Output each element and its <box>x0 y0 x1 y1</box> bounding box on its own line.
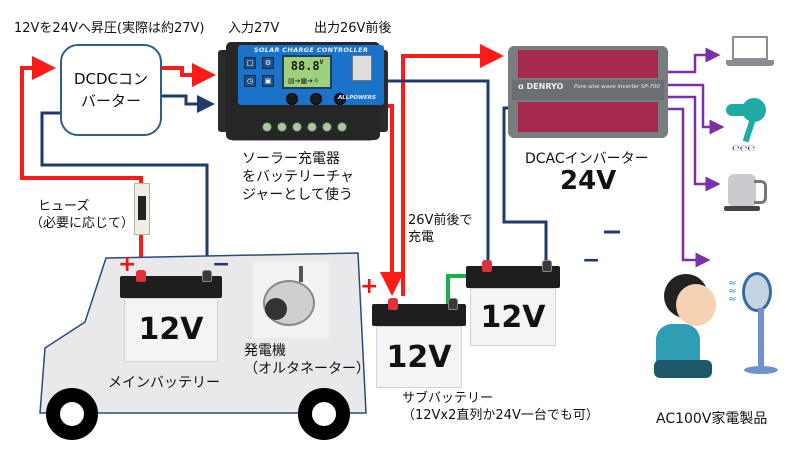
lcd-display: 88.8V ▤➔▦➔☼ <box>282 55 332 89</box>
lcd-reading: 88.8 <box>290 59 320 73</box>
wire-ac-laptop <box>668 47 721 74</box>
controller-body: SOLAR CHARGE CONTROLLER □ ⚙ ◷ ▣ 88.8V ▤➔… <box>226 42 384 140</box>
down-button[interactable] <box>334 93 346 105</box>
fuse-label-line2: （必要に応じて） <box>30 216 135 231</box>
main-battery-minus-sign: − <box>212 252 231 277</box>
sub-battery-a-voltage: 12V <box>386 340 452 375</box>
terminal-battery-negative <box>307 122 317 132</box>
main-battery-voltage: 12V <box>138 312 204 347</box>
alternator-label-line2: （オルタネーター） <box>244 361 370 377</box>
wire-ac-kettle <box>668 95 721 192</box>
terminal-battery-positive <box>292 122 302 132</box>
inverter-band-top <box>518 50 658 78</box>
sub-battery-caption-line2: （12Vx2直列か24V一台でも可） <box>402 408 599 423</box>
battery-top <box>120 276 222 298</box>
fan-pole <box>758 308 764 368</box>
inverter-caption: DCACインバーター <box>525 151 649 167</box>
electric-kettle-icon <box>724 170 768 212</box>
usb-port-icon <box>352 55 372 81</box>
inverter-brand: ɑ DENRYO <box>518 82 564 91</box>
negative-terminal <box>202 270 212 282</box>
person-with-fan-illustration: ≈≈≈ <box>650 268 780 386</box>
wire-sub-positive-to-inverter <box>401 44 504 296</box>
inverter-band-bottom <box>518 102 658 132</box>
positive-terminal <box>136 270 146 282</box>
battery-case <box>124 298 218 362</box>
dcdc-label-line1: DCDCコン <box>73 70 149 88</box>
controller-caption-line3: ジャーとして使う <box>242 187 353 203</box>
lcd-unit: V <box>319 59 324 66</box>
fuse <box>134 183 150 235</box>
controller-panel-title: SOLAR CHARGE CONTROLLER <box>253 46 369 54</box>
positive-terminal <box>482 260 492 272</box>
charge-note-line2: 充電 <box>408 230 435 245</box>
controller-face: SOLAR CHARGE CONTROLLER □ ⚙ ◷ ▣ 88.8V ▤➔… <box>238 45 384 105</box>
wire-main-negative-to-dcdc <box>40 111 209 272</box>
fuse-element <box>138 196 146 220</box>
terminal-load-positive <box>322 122 332 132</box>
controller-input-label: 入力27V <box>228 21 280 36</box>
dcdc-label-line2: バーター <box>80 92 141 110</box>
square-icon: □ <box>244 57 256 69</box>
dcdc-converter: DCDCコン バーター <box>60 44 162 136</box>
controller-caption-line1: ソーラー充電器 <box>242 151 340 167</box>
menu-button[interactable] <box>286 93 298 105</box>
dcac-inverter: ɑ DENRYO Pure sine wave inverter SP-700 <box>508 42 668 138</box>
lock-icon: ▣ <box>262 75 274 87</box>
lcd-flow-icons: ▤➔▦➔☼ <box>288 77 320 85</box>
sub-battery-b: 12V <box>466 260 560 346</box>
fan-head <box>742 272 772 312</box>
up-button[interactable] <box>310 93 322 105</box>
terminal-solar-negative <box>277 122 287 132</box>
person-shorts <box>654 360 712 378</box>
wire-dcdc-positive-to-controller <box>162 63 216 87</box>
hair-dryer-icon: ℮℮℮ <box>726 98 770 154</box>
terminal-solar-positive <box>262 122 272 132</box>
wire-controller-positive-to-sub <box>380 104 404 296</box>
charge-note-line1: 26V前後で <box>408 213 473 228</box>
boost-note: 12Vを24Vへ昇圧(実際は約27V) <box>14 21 205 36</box>
controller-caption-line2: をバッテリーチャ <box>242 169 354 185</box>
alternator-label-line1: 発電機 <box>244 343 286 359</box>
inverter-voltage: 24V <box>560 166 617 196</box>
van-front-wheel <box>46 388 98 440</box>
controller-output-label: 出力26V前後 <box>314 21 392 36</box>
sub-battery-plus-sign: + <box>360 274 379 299</box>
sub-battery-a: 12V <box>372 298 466 388</box>
laptop-icon <box>726 36 774 70</box>
fan-base <box>744 366 778 374</box>
battery-case <box>470 288 556 346</box>
main-battery-plus-sign: + <box>118 252 137 277</box>
sub-battery-minus-sign: − <box>582 248 601 273</box>
inverter-model: Pure sine wave inverter SP-700 <box>574 84 660 90</box>
main-battery-caption: メインバッテリー <box>108 375 220 391</box>
appliances-caption: AC100V家電製品 <box>656 411 768 427</box>
terminal-load-negative <box>337 122 347 132</box>
battery-case <box>376 326 462 388</box>
fuse-label-line1: ヒューズ <box>38 199 90 214</box>
negative-terminal <box>448 298 458 310</box>
wire-ac-dryer <box>668 83 725 135</box>
solar-charge-controller: SOLAR CHARGE CONTROLLER □ ⚙ ◷ ▣ 88.8V ▤➔… <box>218 42 388 140</box>
controller-brand: ALLPOWERS <box>338 95 376 101</box>
main-battery: 12V <box>120 270 222 362</box>
gear-icon: ⚙ <box>262 57 274 69</box>
sub-battery-caption-line1: サブバッテリー <box>402 391 494 406</box>
positive-terminal <box>388 298 398 310</box>
wind-lines: ≈≈≈ <box>728 278 737 305</box>
van-rear-wheel <box>298 388 350 440</box>
clock-icon: ◷ <box>244 75 256 87</box>
alternator-photo <box>253 262 329 338</box>
wire-ac-fan <box>668 107 711 268</box>
wire-controller-negative-to-sub <box>388 79 490 262</box>
sub-battery-b-voltage: 12V <box>480 300 546 335</box>
wire-dcdc-negative-to-controller <box>162 94 215 113</box>
person-face <box>676 284 716 326</box>
inverter-label-strip <box>512 80 664 100</box>
negative-terminal <box>542 260 552 272</box>
person-shirt <box>656 324 700 366</box>
